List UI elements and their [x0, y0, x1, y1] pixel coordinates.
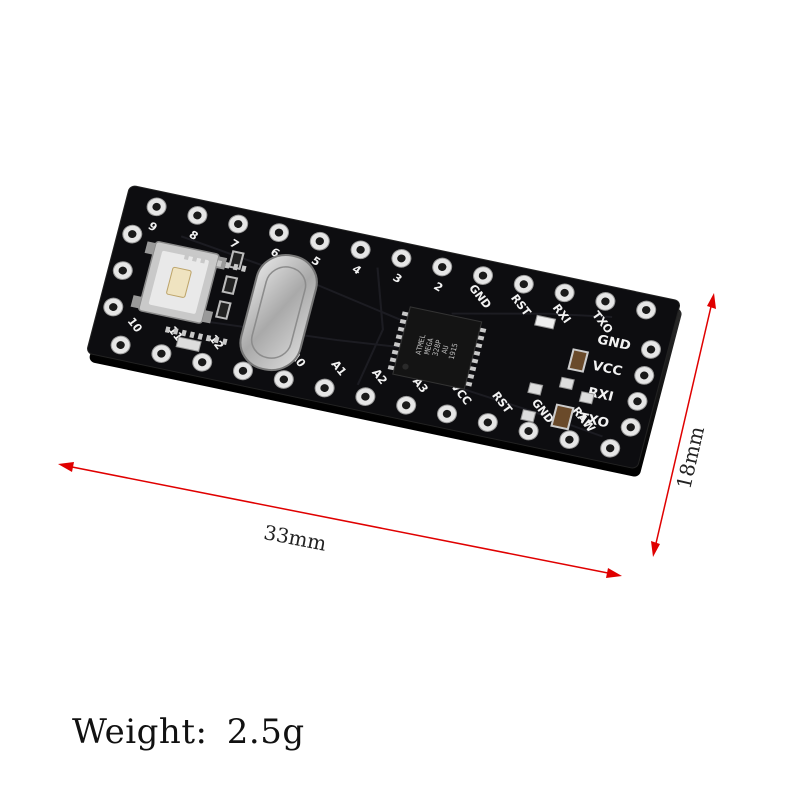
- pin-label: TXO: [577, 411, 611, 431]
- weight-label: Weight:: [72, 712, 208, 752]
- chip-marking: 1915: [446, 342, 459, 360]
- smd-components-left: [175, 250, 245, 352]
- chip-marking: AU: [439, 345, 450, 355]
- smd-components-right: [520, 314, 595, 431]
- left-pads: [103, 224, 143, 317]
- crystal-oscillator: [239, 254, 318, 372]
- length-label: 33mm: [262, 520, 329, 556]
- chip-marking: MEGA: [422, 336, 435, 355]
- chip-marking: 328P: [430, 339, 443, 357]
- pin-label: VCC: [590, 359, 623, 379]
- weight-caption: Weight: 2.5g: [72, 712, 305, 752]
- reset-button: [130, 241, 228, 324]
- width-label: 18mm: [671, 424, 709, 491]
- weight-value: 2.5g: [226, 712, 305, 752]
- length-dimension: 33mm: [58, 462, 622, 578]
- pin-label: GND: [596, 333, 633, 354]
